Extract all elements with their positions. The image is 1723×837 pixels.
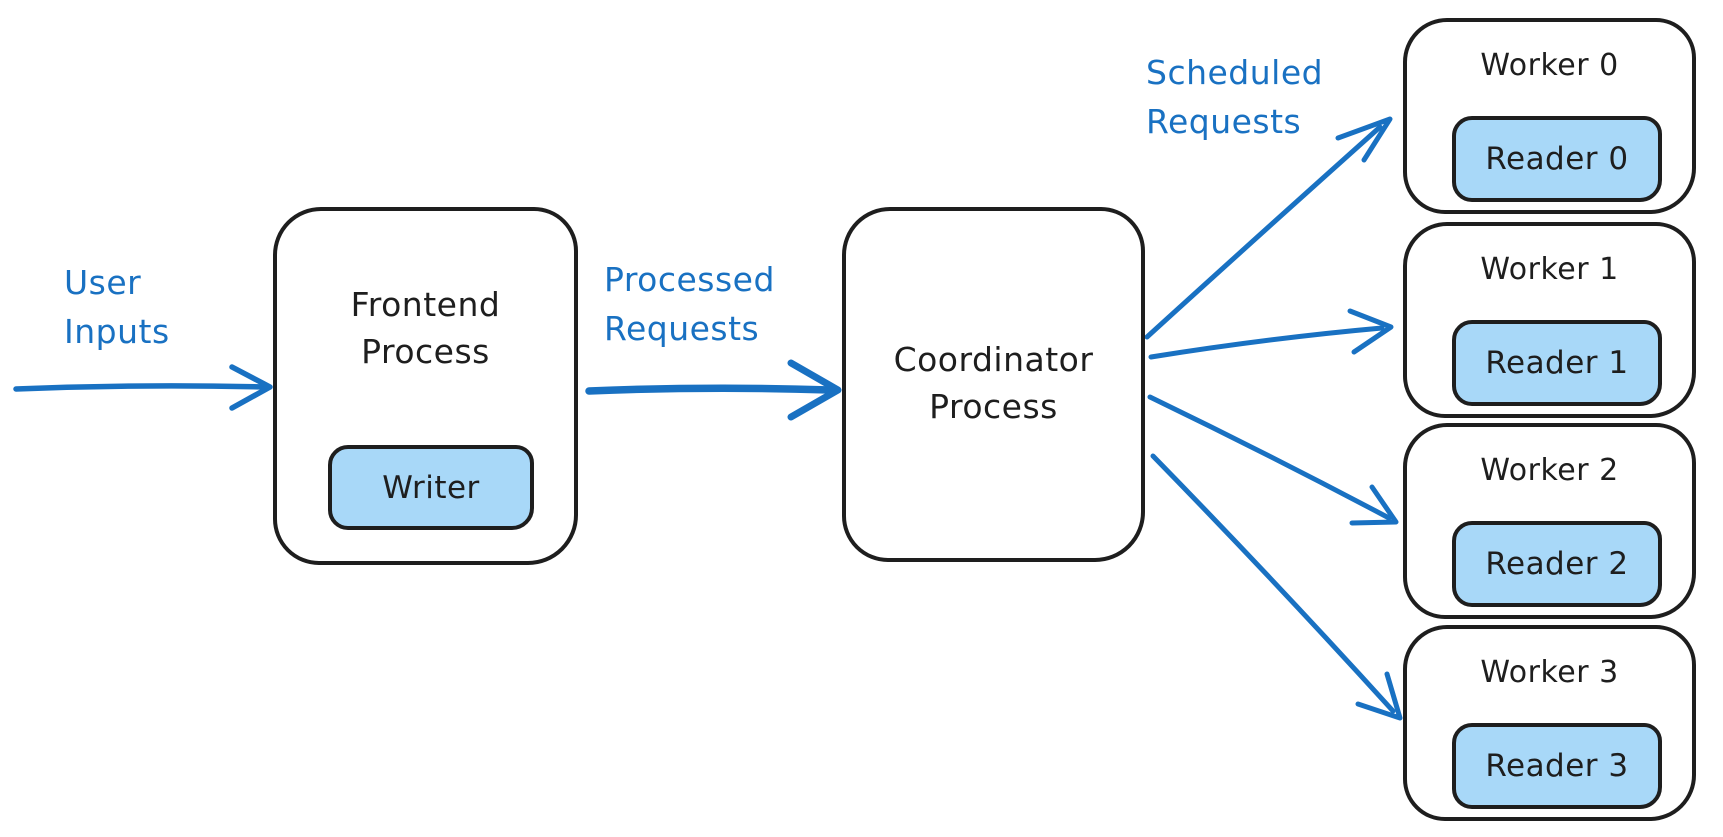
worker-0-title: Worker 0 <box>1480 48 1619 83</box>
scheduled-requests-label-line2: Requests <box>1146 102 1302 141</box>
processed-requests-label-line2: Requests <box>604 309 760 348</box>
frontend-title-line1: Frontend <box>350 285 501 324</box>
reader-3-label: Reader 3 <box>1485 748 1629 784</box>
processed-requests-arrow <box>585 359 842 421</box>
coordinator-process-title: Coordinator Process <box>846 336 1141 430</box>
reader-2-label: Reader 2 <box>1485 546 1629 582</box>
reader-0-chip: Reader 0 <box>1452 116 1662 202</box>
scheduled-arrow-worker-0 <box>1144 116 1393 340</box>
user-inputs-label-line1: User <box>64 263 142 302</box>
reader-1-chip: Reader 1 <box>1452 320 1662 406</box>
user-inputs-label-line2: Inputs <box>64 312 170 351</box>
worker-2-node: Worker 2 Reader 2 <box>1403 423 1696 619</box>
processed-requests-label-line1: Processed <box>604 260 775 299</box>
worker-3-title: Worker 3 <box>1480 655 1619 690</box>
writer-chip: Writer <box>328 445 534 530</box>
worker-1-node: Worker 1 Reader 1 <box>1403 222 1696 418</box>
reader-2-chip: Reader 2 <box>1452 521 1662 607</box>
processed-requests-label: Processed Requests <box>604 255 775 353</box>
user-inputs-label: User Inputs <box>64 258 170 356</box>
reader-3-chip: Reader 3 <box>1452 723 1662 809</box>
scheduled-requests-label-line1: Scheduled <box>1146 53 1324 92</box>
writer-chip-label: Writer <box>382 469 480 506</box>
reader-1-label: Reader 1 <box>1485 345 1629 381</box>
frontend-title-line2: Process <box>361 332 490 371</box>
scheduled-requests-label: Scheduled Requests <box>1146 48 1323 146</box>
worker-2-title: Worker 2 <box>1480 453 1619 488</box>
scheduled-arrow-worker-1 <box>1148 308 1394 360</box>
coordinator-process-node: Coordinator Process <box>842 207 1145 562</box>
worker-3-node: Worker 3 Reader 3 <box>1403 625 1696 821</box>
scheduled-arrow-worker-3 <box>1150 453 1403 721</box>
user-inputs-arrow <box>13 364 273 411</box>
worker-0-node: Worker 0 Reader 0 <box>1403 18 1696 214</box>
coordinator-title-line1: Coordinator <box>893 340 1094 379</box>
worker-1-title: Worker 1 <box>1480 252 1619 287</box>
frontend-process-node: Frontend Process Writer <box>273 207 578 565</box>
scheduled-arrow-worker-2 <box>1147 394 1399 526</box>
frontend-process-title: Frontend Process <box>277 281 574 375</box>
reader-0-label: Reader 0 <box>1485 141 1629 177</box>
coordinator-title-line2: Process <box>929 387 1058 426</box>
